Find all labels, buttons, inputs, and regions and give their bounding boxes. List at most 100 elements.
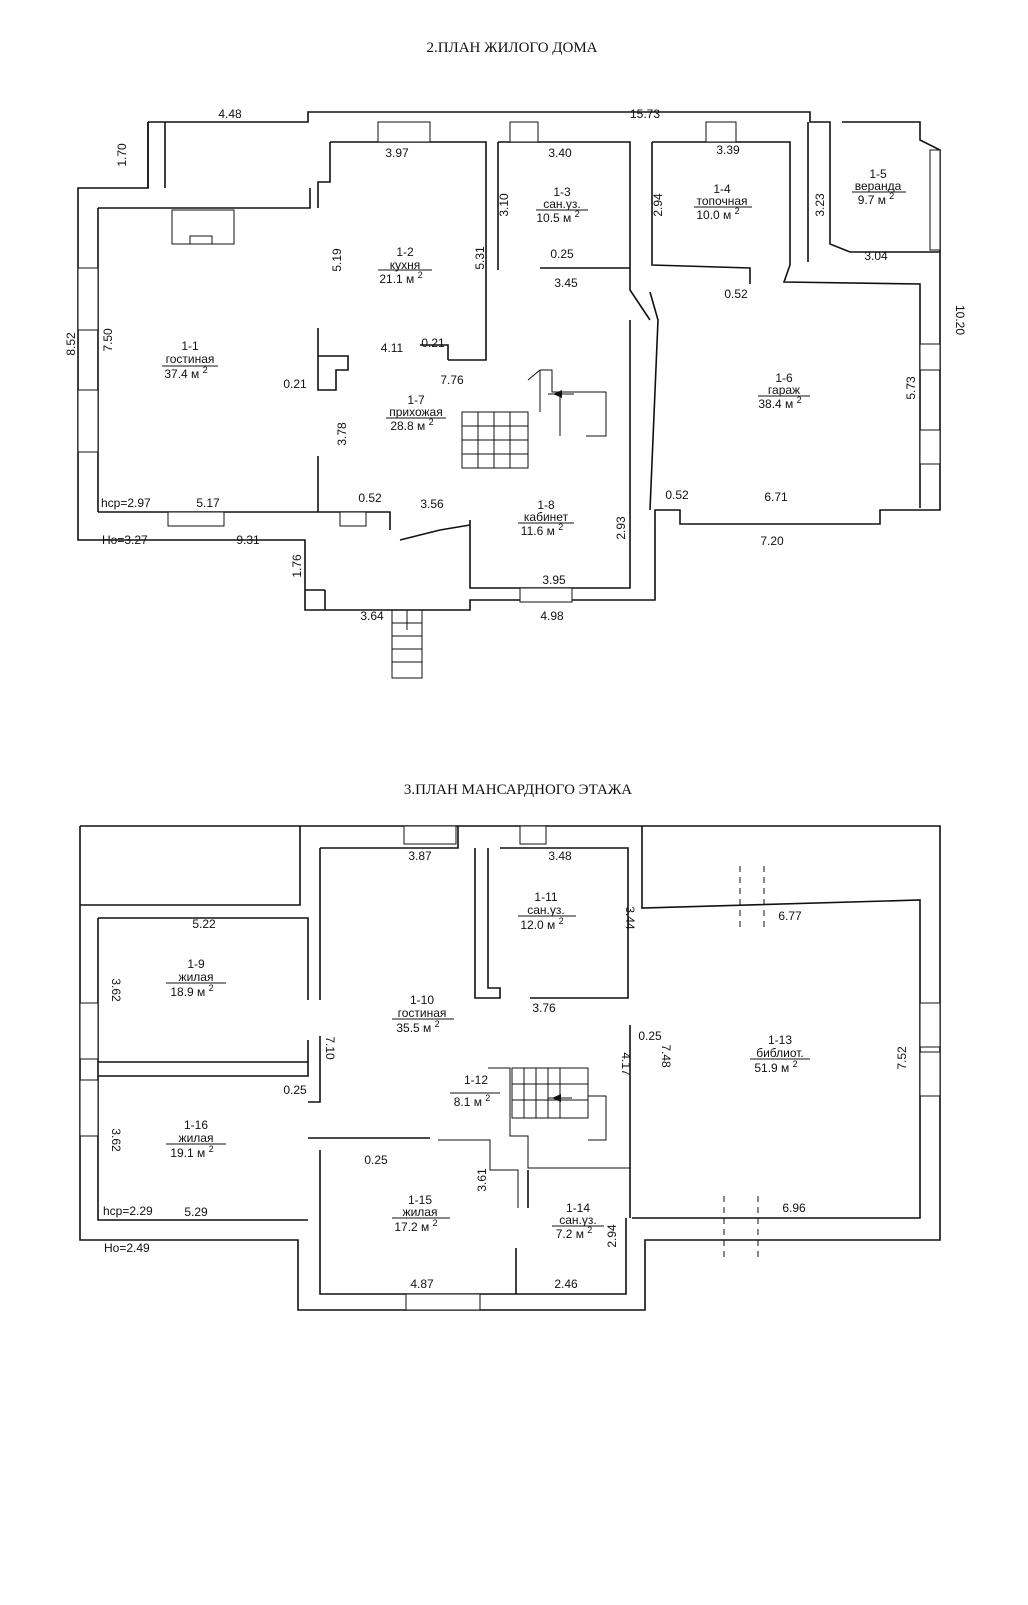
staircase [438,1067,630,1208]
ground-floor-dimensions: 4.48 15.73 1.70 3.97 3.40 3.39 3.10 2.94… [64,107,967,623]
wall [652,141,921,508]
window [403,825,457,845]
entrance-steps [391,609,423,679]
wall [317,142,331,208]
outer-wall [77,111,941,611]
window [79,1002,99,1060]
dimension-label: 7.10 [323,1036,337,1060]
dimension-label: 3.48 [548,849,572,863]
dimension-label: 0.25 [550,247,574,261]
wall [98,188,311,209]
ground-floor-plan-title: 2.ПЛАН ЖИЛОГО ДОМА [426,40,597,56]
dimension-label: 3.40 [548,146,572,160]
dimension-label: 0.25 [364,1153,388,1167]
room-name: жилая [179,970,214,984]
room-area: 21.1 м [379,272,417,286]
room-area: 11.6 м [521,524,558,538]
attic-floor-walls [79,825,941,1311]
dimension-label: 0.25 [638,1029,662,1043]
dimension-label: 0.25 [283,1083,307,1097]
window [519,825,547,845]
dimension-label: 3.39 [716,143,740,157]
dimension-label: 5.19 [330,248,344,272]
room-area: 10.5 м [536,211,574,225]
svg-text:35.5 м 2: 35.5 м 2 [396,1019,439,1035]
wall [80,826,301,906]
window [77,389,99,453]
room-1-16: 1-16 жилая 19.1 м 2 [166,1118,226,1160]
room-number: 1-13 [768,1033,792,1047]
dimension-label: 5.22 [192,917,216,931]
attic-floor-dimensions: 3.87 3.48 5.22 3.44 6.77 3.62 3.76 0.25 … [103,849,909,1291]
dimension-label: 6.96 [782,1201,806,1215]
room-area: 9.7 м [858,193,890,207]
room-1-14: 1-14 сан.уз. 7.2 м 2 [552,1201,604,1241]
dimension-label: Но=3.27 [102,533,148,547]
room-area: 38.4 м [758,397,796,411]
room-area: 12.0 м [520,918,558,932]
room-number: 1-3 [553,185,571,199]
dimension-label: 4.48 [218,107,242,121]
room-area: 19.1 м [170,1146,208,1160]
window [919,1051,941,1097]
dimension-label: 15.73 [630,107,660,121]
dimension-label: 1.76 [290,554,304,578]
room-area: 17.2 м [394,1220,432,1234]
room-1-7: 1-7 прихожая 28.8 м 2 [386,393,446,433]
dimension-label: 3.62 [109,978,123,1002]
svg-text:37.4 м 2: 37.4 м 2 [164,365,207,381]
wall [649,291,659,511]
svg-text:11.6 м 2: 11.6 м 2 [521,522,563,538]
window [405,1293,481,1311]
svg-text:28.8 м 2: 28.8 м 2 [390,417,433,433]
svg-text:51.9 м 2: 51.9 м 2 [754,1059,797,1075]
attic-floor-rooms: 1-9 жилая 18.9 м 2 1-10 гостиная 35.5 м … [166,890,810,1241]
dimension-label: 3.23 [813,193,827,217]
room-1-4: 1-4 топочная 10.0 м 2 [694,182,752,222]
wall [632,826,921,1219]
ground-floor-rooms: 1-1 гостиная 37.4 м 2 1-2 кухня 21.1 м 2… [162,167,906,538]
dimension-label: 10.20 [953,305,967,335]
window [79,1079,99,1137]
dimension-label: 0.52 [724,287,748,301]
room-number: 1-1 [181,339,199,353]
window [919,1002,941,1048]
room-name: жилая [403,1205,438,1219]
room-1-9: 1-9 жилая 18.9 м 2 [166,957,226,999]
dimension-label: 3.87 [408,849,432,863]
dimension-label: 2.94 [605,1224,619,1248]
dimension-label: 2.93 [614,516,628,540]
room-name: кабинет [524,510,569,524]
room-name: сан.уз. [543,197,580,211]
room-name: кухня [390,258,421,272]
wall [98,917,309,1000]
room-1-3: 1-3 сан.уз. 10.5 м 2 [536,185,588,225]
wall [308,1036,321,1103]
ground-floor-plan: 2.ПЛАН ЖИЛОГО ДОМА [64,40,967,679]
attic-floor-plan: 3.ПЛАН МАНСАРДНОГО ЭТАЖА [79,782,941,1311]
room-name: сан.уз. [527,903,564,917]
room-area: 18.9 м [170,985,208,999]
room-name: гараж [768,383,800,397]
room-name: прихожая [389,405,442,419]
window [519,587,573,603]
dimension-label: 3.62 [109,1128,123,1152]
room-number: 1-12 [464,1073,488,1087]
dimension-label: 7.76 [440,373,464,387]
svg-text:10.0 м 2: 10.0 м 2 [696,206,739,222]
room-1-12: 1-12 8.1 м 2 [450,1073,500,1109]
dimension-label: 0.52 [665,488,689,502]
dimension-label: 3.78 [335,422,349,446]
wall [420,344,449,360]
room-1-10: 1-10 гостиная 35.5 м 2 [392,993,454,1035]
room-area: 7.2 м [556,1227,588,1241]
wall [399,529,441,541]
wall [98,1040,309,1077]
svg-text:10.5 м 2: 10.5 м 2 [536,209,579,225]
dimension-label: 0.21 [283,377,307,391]
dimension-label: 6.71 [764,490,788,504]
dimension-label: 6.77 [778,909,802,923]
room-name: гостиная [166,352,215,366]
svg-text:8.1 м 2: 8.1 м 2 [454,1093,491,1109]
